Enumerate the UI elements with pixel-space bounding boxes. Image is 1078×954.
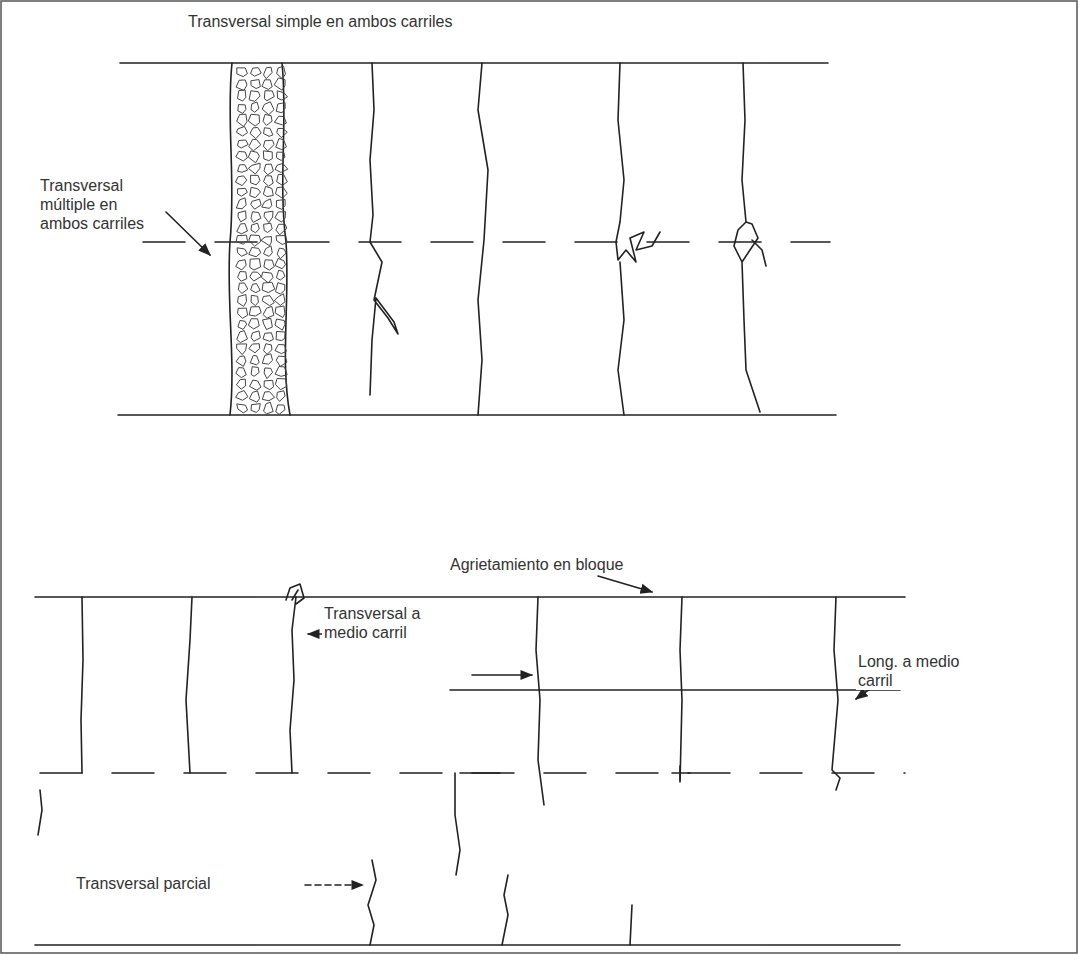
- crack-label: Transversal a medio carril: [322, 604, 425, 642]
- crack-label: Long. a medio carril: [856, 652, 964, 690]
- crack-label: Transversal múltiple en ambos carriles: [38, 176, 149, 233]
- crack-label: Transversal parcial: [74, 874, 215, 893]
- crack-label: Transversal simple en ambos carriles: [186, 12, 457, 31]
- crack-label: Agrietamiento en bloque: [448, 555, 628, 574]
